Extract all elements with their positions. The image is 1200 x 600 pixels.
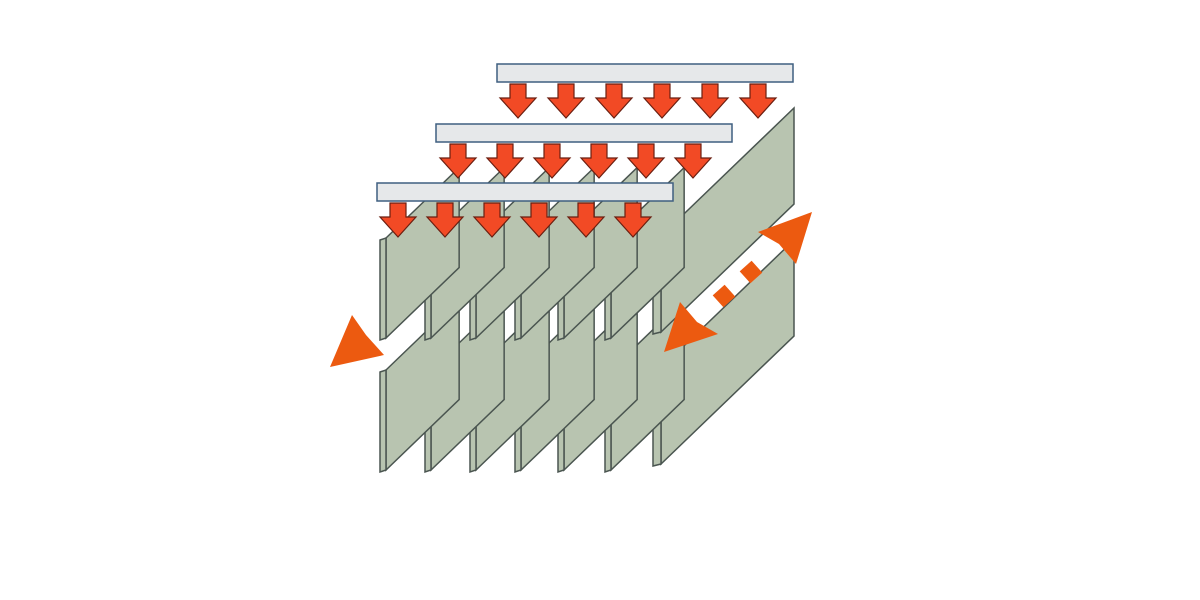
distribution-bar [496,63,794,83]
plate-front-edge [379,236,387,342]
distribution-bar-middle [435,123,733,179]
distribution-bars [376,63,794,238]
arrow-head-upper [758,212,812,264]
down-arrow-icon [738,83,778,119]
down-arrow-icon [519,202,559,238]
down-arrow-icon [673,143,713,179]
distribution-bar [376,182,674,202]
flow-arrows [330,212,812,367]
plate-front-edge [379,368,387,474]
down-arrow-icon [546,83,586,119]
dash-segment [712,284,736,308]
lower-plate-row [379,238,795,474]
down-arrow-icon [485,143,525,179]
down-arrow-icon [594,83,634,119]
double-arrow-icon [664,212,812,352]
distribution-bar [435,123,733,143]
down-arrow-icon [626,143,666,179]
down-arrow-icon [579,143,619,179]
dash-segment [739,260,763,284]
down-arrow-icon [425,202,465,238]
arrow-left-down-icon [330,315,384,367]
down-arrow-icon [642,83,682,119]
down-arrow-icon [613,202,653,238]
down-arrow-icon [532,143,572,179]
down-arrow-icon [498,83,538,119]
down-arrow-icon [378,202,418,238]
down-arrow-icon [472,202,512,238]
down-arrow-icon [438,143,478,179]
arrow-head-lower [664,302,718,352]
down-arrow-icon [566,202,606,238]
down-arrow-icon [690,83,730,119]
distribution-bar-back [496,63,794,119]
distribution-bar-front [376,182,674,238]
